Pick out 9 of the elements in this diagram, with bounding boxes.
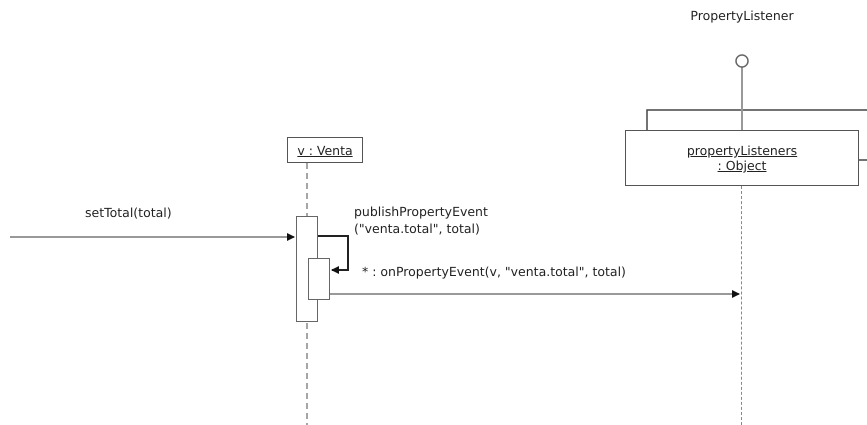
arrow <box>330 290 740 298</box>
connector-line <box>741 67 743 130</box>
arrow <box>10 233 295 241</box>
activation-bar <box>308 258 330 300</box>
arrow <box>318 235 349 274</box>
interface-name: PropertyListener <box>690 8 794 23</box>
object-box: v : Venta <box>287 137 363 163</box>
object-box: propertyListeners : Object <box>625 130 859 186</box>
lifeline <box>741 186 744 425</box>
